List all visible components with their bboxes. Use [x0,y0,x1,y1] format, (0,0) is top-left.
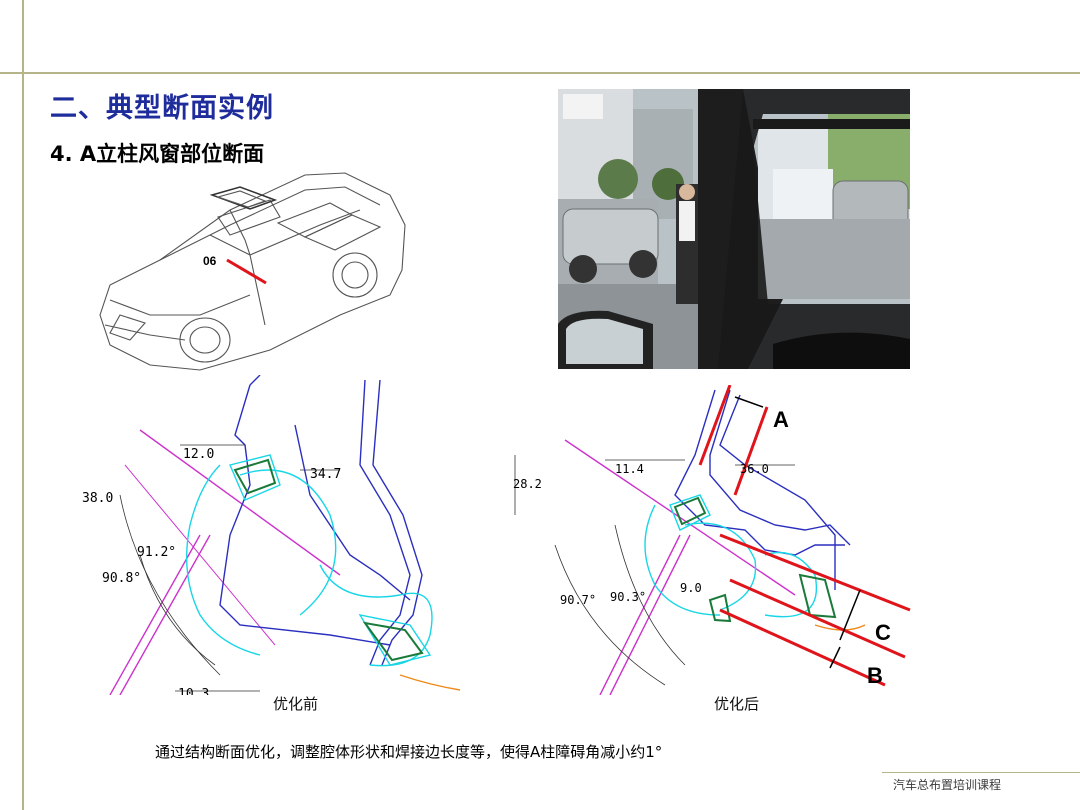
header-rule [0,72,1080,74]
section-before-drawing: 12.0 34.7 38.0 91.2° 90.8° 10.3 [82,375,461,695]
marker-b: B [867,663,883,688]
dim-9-0: 9.0 [680,581,702,595]
angle-91-2: 91.2° [137,545,176,560]
summary-note: 通过结构断面优化，调整腔体形状和焊接边长度等，使得A柱障碍角减小约1° [155,743,663,761]
dim-36-0: 36.0 [740,462,769,476]
footer-text: 汽车总布置培训课程 [893,778,1002,792]
caption-after: 优化后 [714,695,760,713]
slide-subtitle: 4. A立柱风窗部位断面 [50,142,265,166]
angle-90-7: 90.7° [560,593,596,607]
left-rule [22,0,24,810]
dim-34-7: 34.7 [310,467,341,482]
footer-rule [882,772,1080,773]
marker-a: A [773,407,789,432]
dim-12-0: 12.0 [183,447,214,462]
dim-38-0: 38.0 [82,491,113,506]
dim-28-2: 28.2 [513,477,542,491]
section-after-drawing: A C B 11.4 36.0 28.2 90.7° 90.3° 9.0 [513,385,911,695]
angle-90-3: 90.3° [610,590,646,604]
a-pillar-view-photo [558,89,910,369]
caption-before: 优化前 [273,695,319,713]
dim-11-4: 11.4 [615,462,644,476]
angle-90-8: 90.8° [102,571,141,586]
marker-c: C [875,620,891,645]
slide-title: 二、典型断面实例 [50,93,274,124]
car-line-drawing: 06 [99,172,406,371]
section-06-label: 06 [203,254,217,268]
dim-10-3: 10.3 [178,687,209,695]
